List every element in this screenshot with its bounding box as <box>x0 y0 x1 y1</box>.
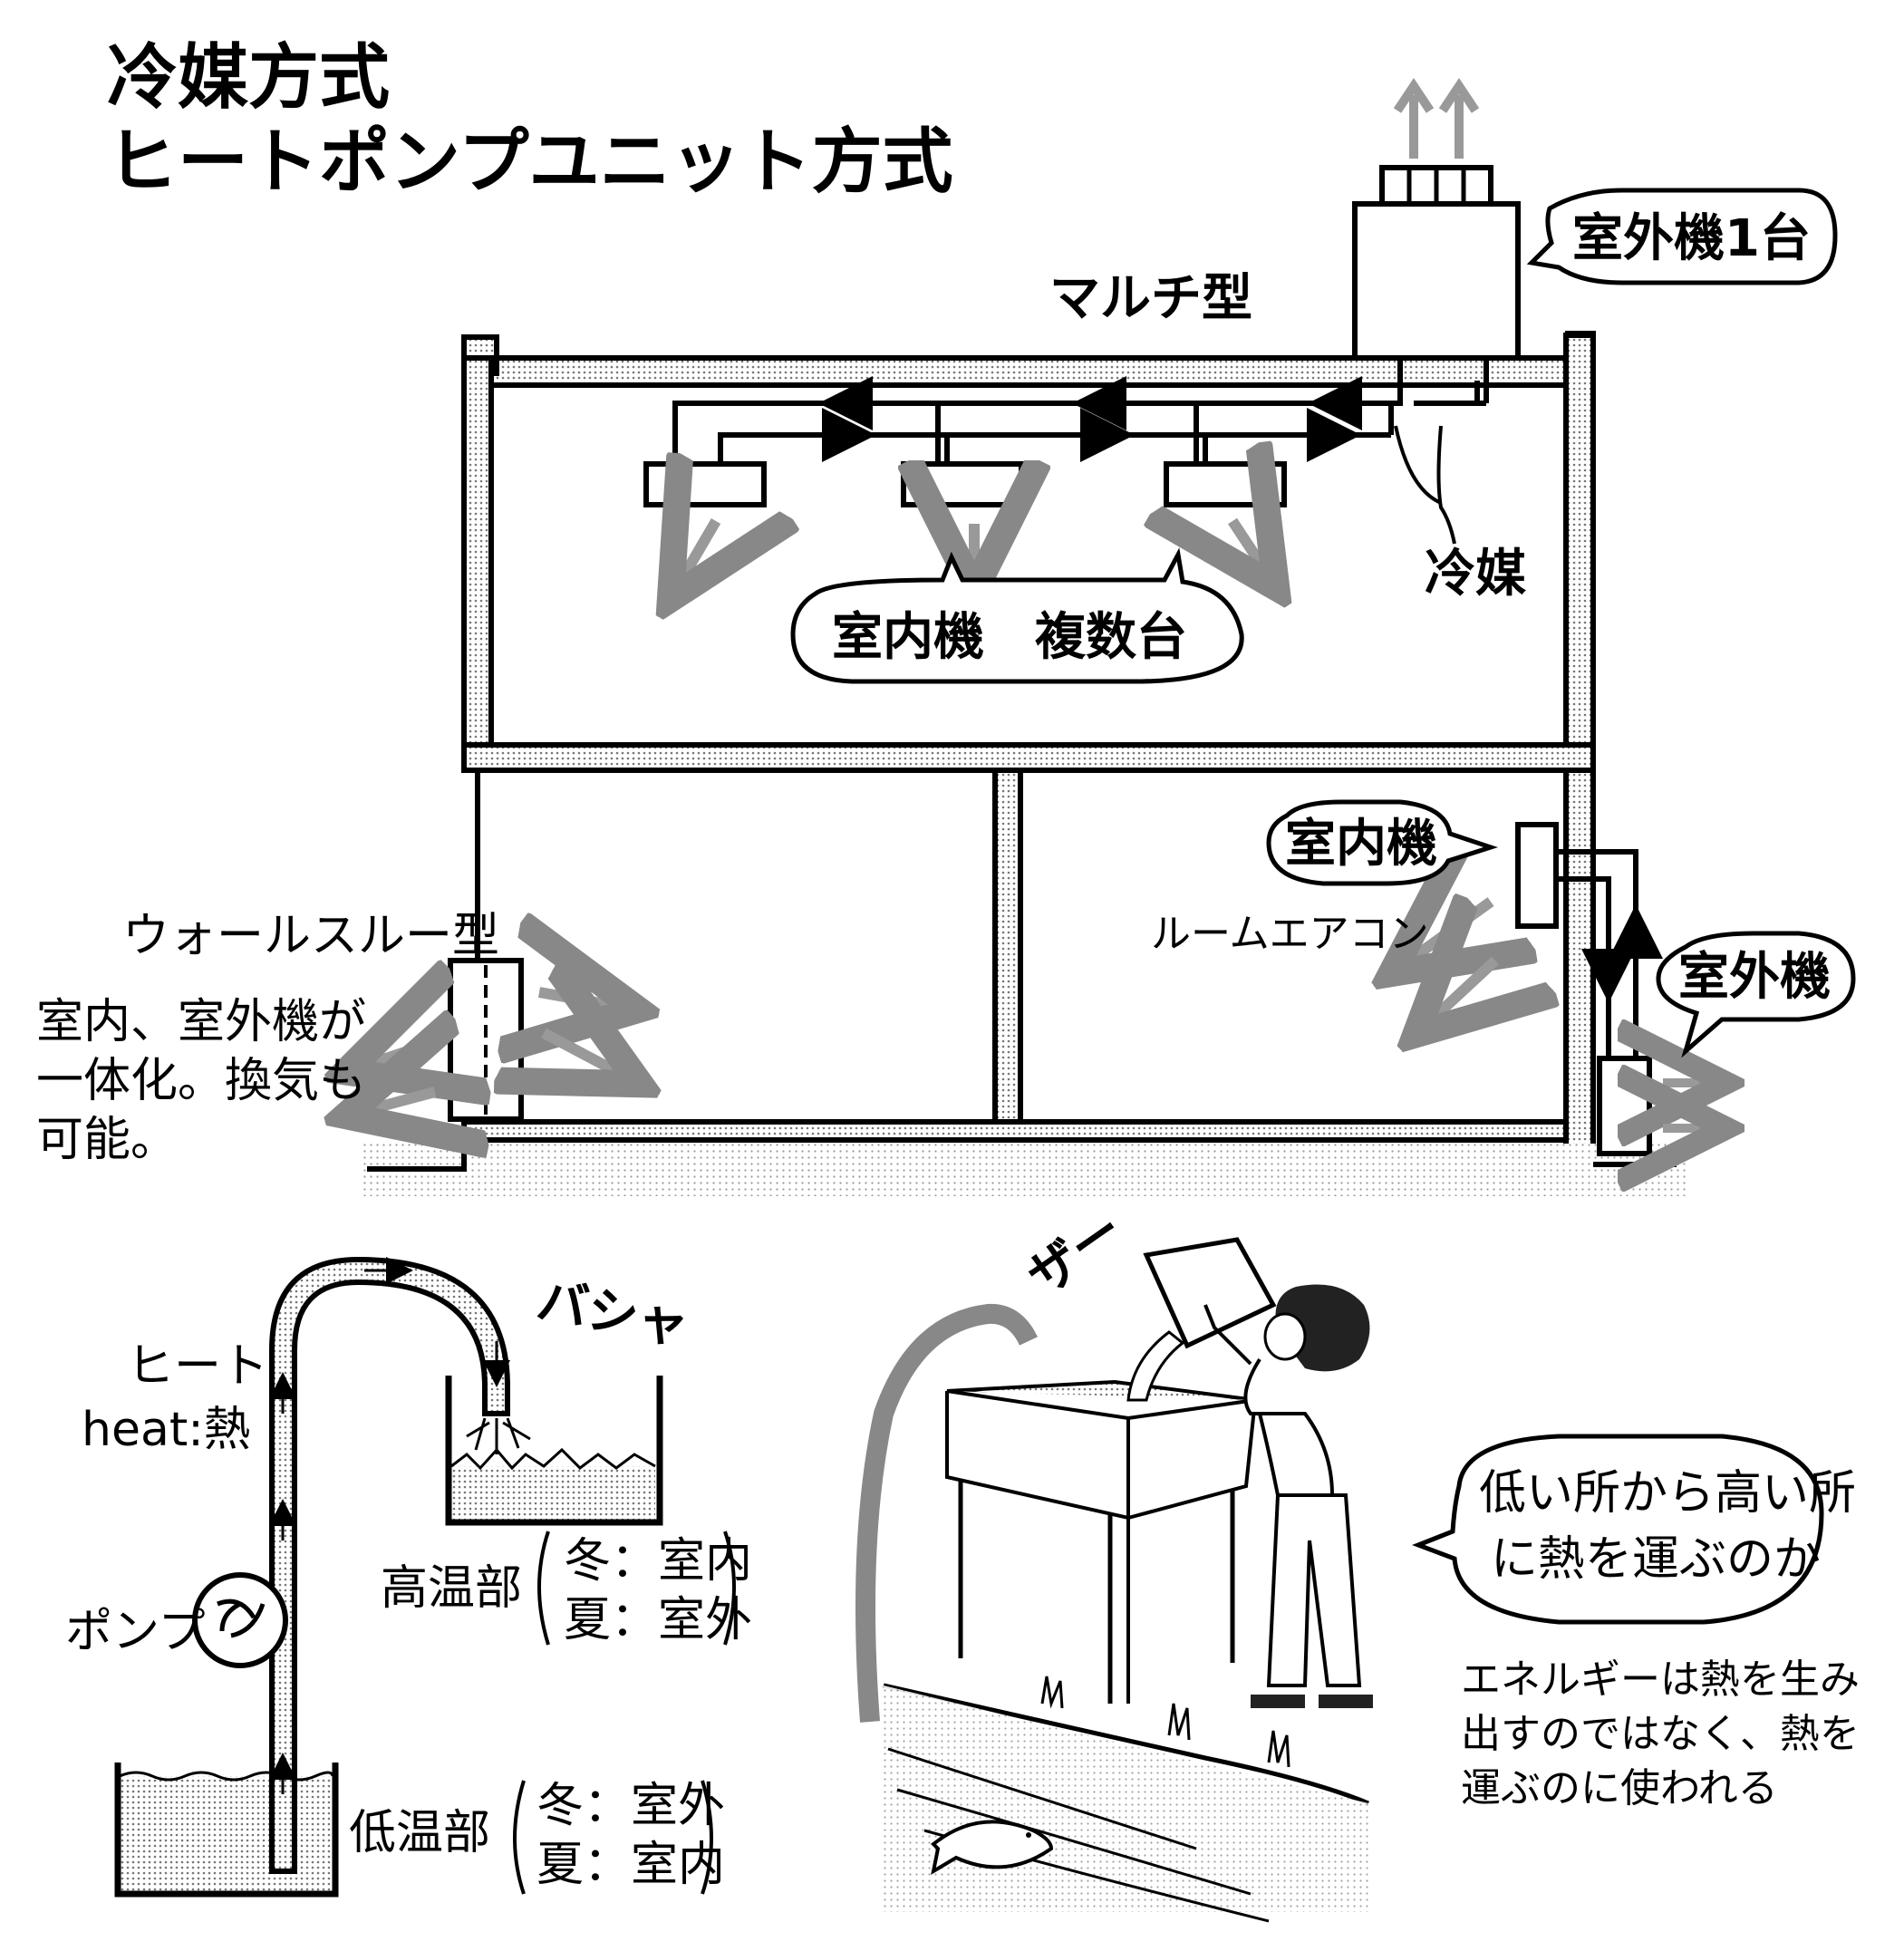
bubble-indoor-unit: 室内機 <box>1266 799 1499 886</box>
left-wall-upper <box>461 355 494 773</box>
title-line1: 冷媒方式 <box>107 37 390 119</box>
high-temp-tank <box>445 1376 663 1526</box>
illustration-person-water <box>855 1237 1373 1923</box>
indoor-multiple-label: 室内機 複数台 <box>832 608 1187 667</box>
room-aircon-indoor-unit <box>1515 822 1559 929</box>
bubble-indoor-multiple: 室内機 複数台 <box>790 547 1244 684</box>
indoor-unit-3 <box>1164 461 1287 507</box>
heat-en-label: heat:熱 <box>82 1403 251 1457</box>
indoor-unit-1 <box>643 461 767 507</box>
outdoor-unit-one-label: 室外機1台 <box>1572 209 1811 268</box>
indoor-unit-label: 室内機 <box>1285 815 1437 874</box>
fish-icon <box>931 1820 1054 1876</box>
splash-sfx: バシャ <box>533 1271 693 1356</box>
high-summer: 夏：室外 <box>564 1593 752 1647</box>
house-cross-section <box>362 331 1686 1196</box>
indoor-unit-2 <box>901 461 1024 507</box>
speech-line-2: に熱を運ぶのか <box>1491 1532 1821 1587</box>
outdoor-unit-label: 室外機 <box>1678 948 1831 1007</box>
ground-slab <box>461 1119 1569 1143</box>
note-line-2: 出すのではなく、熱を <box>1461 1711 1860 1757</box>
heat-pipe <box>269 1256 510 1874</box>
refrigerant-label: 冷媒 <box>1425 545 1527 604</box>
heat-jp-label: ヒート <box>127 1339 268 1394</box>
bucket-icon <box>1143 1237 1277 1349</box>
bubble-person-speech: 低い所から高い所 に熱を運ぶのか <box>1412 1434 1856 1625</box>
pump-icon <box>192 1572 288 1668</box>
wall-through-note-1: 室内、室外機が <box>36 995 366 1049</box>
speech-line-1: 低い所から高い所 <box>1479 1466 1856 1521</box>
floor-slab <box>461 742 1596 773</box>
title-line2: ヒートポンプユニット方式 <box>107 121 953 203</box>
pour-sfx: ザー <box>1018 1201 1135 1307</box>
wall-through-label: ウォールスルー型 <box>122 909 499 963</box>
wall-through-note-3: 可能。 <box>36 1113 178 1167</box>
ground <box>362 1144 1686 1196</box>
low-winter: 冬：室外 <box>536 1779 725 1833</box>
high-winter: 冬：室内 <box>564 1534 752 1589</box>
wall-through-unit <box>367 961 621 1119</box>
exhaust-arrow-icon <box>1393 77 1435 159</box>
note-line-3: 運ぶのに使われる <box>1461 1765 1778 1811</box>
roof-outdoor-unit <box>1352 77 1521 361</box>
low-temp-tank <box>114 1763 339 1898</box>
note-line-1: エネルギーは熱を生み <box>1461 1656 1860 1703</box>
multi-type-label: マルチ型 <box>1049 269 1252 328</box>
bubble-outdoor-unit: 室外機 <box>1656 931 1856 1058</box>
low-temp-label: 低温部 <box>349 1806 490 1860</box>
room-aircon-outdoor-unit <box>1597 1056 1652 1156</box>
pump-diagram <box>114 1256 663 1898</box>
partition-wall <box>992 768 1023 1135</box>
exhaust-arrow-icon <box>1438 77 1480 159</box>
low-summer: 夏：室内 <box>536 1838 725 1892</box>
wall-through-note-2: 一体化。換気も <box>36 1054 366 1108</box>
bubble-outdoor-one: 室外機1台 <box>1526 188 1838 285</box>
high-temp-label: 高温部 <box>381 1561 522 1616</box>
pump-label: ポンプ <box>65 1605 205 1659</box>
room-aircon-label: ルームエアコン <box>1151 911 1429 957</box>
